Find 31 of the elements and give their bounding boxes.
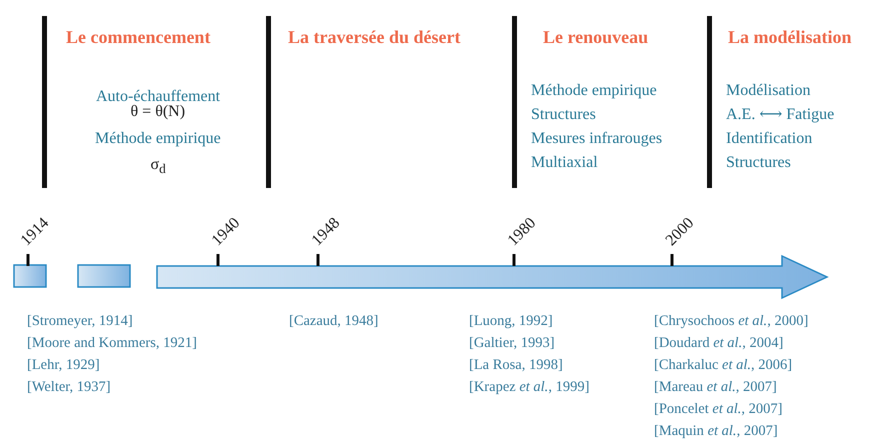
reference-text: [Moore and Kommers, 1921]: [27, 336, 197, 352]
reference-text: [Poncelet et al., 2007]: [654, 402, 782, 418]
period-heading: Le commencement: [66, 28, 210, 48]
period-heading: La modélisation: [728, 28, 852, 48]
topic-text: Méthode empirique: [531, 82, 657, 100]
reference-text: [Mareau et al., 2007]: [654, 380, 777, 396]
reference-text: [Chrysochoos et al., 2000]: [654, 314, 808, 330]
topic-text: Multiaxial: [531, 154, 598, 172]
formula-text: θ = θ(N): [130, 103, 186, 121]
topic-text: Structures: [531, 106, 596, 124]
reference-text: [Maquin et al., 2007]: [654, 424, 778, 440]
reference-text: [Charkaluc et al., 2006]: [654, 358, 792, 374]
reference-text: [Doudard et al., 2004]: [654, 336, 784, 352]
topic-text: Mesures infrarouges: [531, 130, 662, 148]
reference-text: [Welter, 1937]: [27, 380, 111, 396]
reference-text: [Krapez et al., 1999]: [469, 380, 590, 396]
reference-text: [Galtier, 1993]: [469, 336, 555, 352]
reference-text: [Luong, 1992]: [469, 314, 553, 330]
topic-text: Identification: [726, 130, 812, 148]
period-heading: La traversée du désert: [288, 28, 460, 48]
topic-text: A.E. ⟷ Fatigue: [726, 106, 834, 124]
period-heading: Le renouveau: [543, 28, 648, 48]
topic-text: Méthode empirique: [95, 130, 221, 148]
reference-text: [Cazaud, 1948]: [289, 314, 378, 330]
reference-text: [Lehr, 1929]: [27, 358, 100, 374]
topic-text: Structures: [726, 154, 791, 172]
formula-text: σ$_{d}$: [150, 156, 166, 177]
topic-text: Auto-échauffement: [96, 88, 220, 105]
reference-text: [La Rosa, 1998]: [469, 358, 563, 374]
reference-text: [Stromeyer, 1914]: [27, 314, 133, 330]
topic-text: Modélisation: [726, 82, 810, 100]
